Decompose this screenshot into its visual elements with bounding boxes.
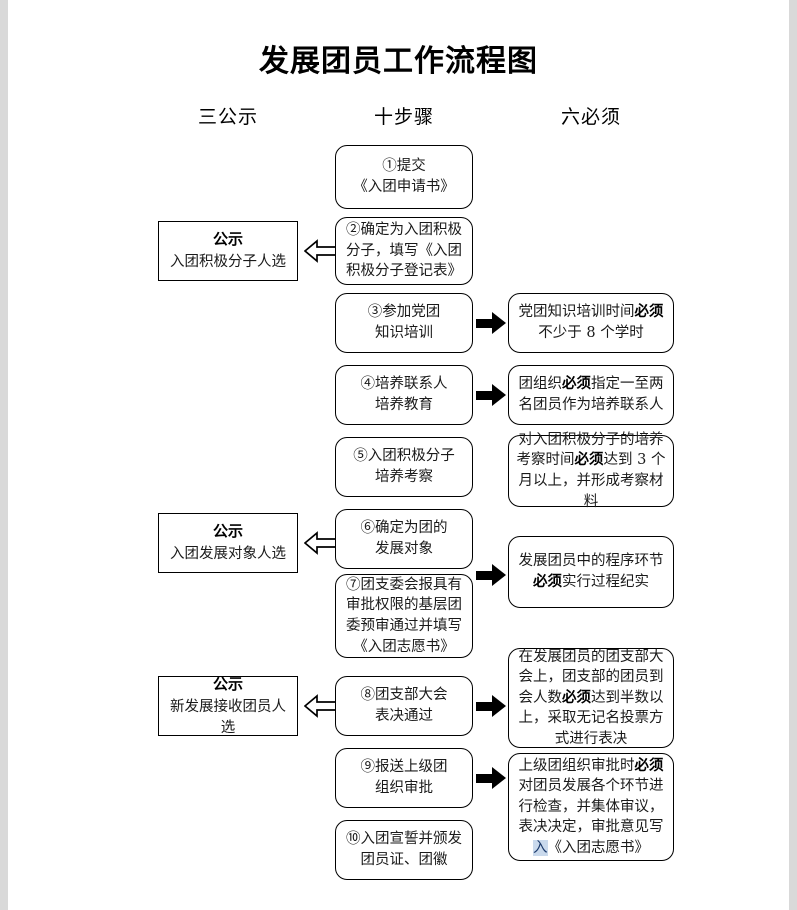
requirement-box-5[interactable]: 在发展团员的团支部大会上，团支部的团员到会人数必须达到半数以上，采取无记名投票方… [508,648,674,748]
step-label: ⑤入团积极分子 培养考察 [353,448,455,485]
page-title: 发展团员工作流程图 [259,44,538,79]
publicity-box-3[interactable]: 公示 新发展接收团员人选 [158,674,298,736]
step-label: ②确定为入团积极分子，填写《入团积极分子登记表》 [346,222,462,280]
publicity-subject: 新发展接收团员人选 [170,699,286,736]
solid-right-arrow-4 [476,695,506,717]
publicity-heading: 公示 [212,230,243,249]
requirement-text: 上级团组织审批时必须对团员发展各个环节进行检查，并集体审议，表决决定，审批意见写… [518,756,664,856]
requirement-text: 对入团积极分子的培养考察时间必须达到 3 个月以上，并形成考察材料 [516,431,666,510]
column-header-middle: 十步骤 [373,106,434,128]
flowchart-page: 发展团员工作流程图 三公示 十步骤 六必须 公示 入团积极分子人选 公示 入团发… [8,0,789,910]
step-box-10[interactable]: ⑩入团宣誓并颁发 团员证、团徽 [335,820,473,880]
step-label: ⑥确定为团的 发展对象 [360,520,448,557]
step-box-7[interactable]: ⑦团支委会报具有审批权限的基层团委预审通过并填写《入团志愿书》 [335,574,473,658]
step-label: ①提交 《入团申请书》 [353,158,455,195]
solid-right-arrow-1 [476,312,506,334]
hollow-left-arrow-1 [304,238,338,264]
publicity-box-1[interactable]: 公示 入团积极分子人选 [158,221,298,281]
step-box-2[interactable]: ②确定为入团积极分子，填写《入团积极分子登记表》 [335,217,473,285]
step-box-9[interactable]: ⑨报送上级团 组织审批 [335,748,473,808]
column-header-left: 三公示 [197,106,258,128]
hollow-left-arrow-2 [304,530,338,556]
column-header-right: 六必须 [560,106,621,128]
step-label: ④培养联系人 培养教育 [360,376,448,413]
hollow-left-arrow-3 [304,693,338,719]
step-label: ⑦团支委会报具有审批权限的基层团委预审通过并填写《入团志愿书》 [346,576,462,655]
step-box-8[interactable]: ⑧团支部大会 表决通过 [335,676,473,736]
step-box-5[interactable]: ⑤入团积极分子 培养考察 [335,437,473,497]
step-box-6[interactable]: ⑥确定为团的 发展对象 [335,509,473,569]
requirement-text: 团组织必须指定一至两名团员作为培养联系人 [518,375,664,413]
step-box-4[interactable]: ④培养联系人 培养教育 [335,365,473,425]
requirement-box-3[interactable]: 对入团积极分子的培养考察时间必须达到 3 个月以上，并形成考察材料 [508,432,674,510]
requirement-box-2[interactable]: 团组织必须指定一至两名团员作为培养联系人 [508,365,674,425]
step-label: ⑨报送上级团 组织审批 [360,759,448,796]
requirement-box-4[interactable]: 发展团员中的程序环节必须实行过程纪实 [508,536,674,608]
solid-right-arrow-5 [476,767,506,789]
publicity-subject: 入团发展对象人选 [170,546,286,563]
step-label: ⑧团支部大会 表决通过 [360,687,448,724]
requirement-text: 党团知识培训时间必须不少于 8 个学时 [518,303,664,341]
publicity-subject: 入团积极分子人选 [170,254,286,271]
step-box-3[interactable]: ③参加党团 知识培训 [335,293,473,353]
solid-right-arrow-2 [476,384,506,406]
requirement-text: 发展团员中的程序环节必须实行过程纪实 [518,553,664,590]
requirement-box-1[interactable]: 党团知识培训时间必须不少于 8 个学时 [508,293,674,353]
publicity-heading: 公示 [212,522,243,541]
requirement-box-6[interactable]: 上级团组织审批时必须对团员发展各个环节进行检查，并集体审议，表决决定，审批意见写… [508,753,674,861]
requirement-text: 在发展团员的团支部大会上，团支部的团员到会人数必须达到半数以上，采取无记名投票方… [518,648,664,747]
publicity-heading: 公示 [212,674,243,693]
publicity-box-2[interactable]: 公示 入团发展对象人选 [158,513,298,573]
step-label: ⑩入团宣誓并颁发 团员证、团徽 [346,831,462,868]
step-label: ③参加党团 知识培训 [367,304,441,341]
solid-right-arrow-3 [476,564,506,586]
step-box-1[interactable]: ①提交 《入团申请书》 [335,145,473,209]
